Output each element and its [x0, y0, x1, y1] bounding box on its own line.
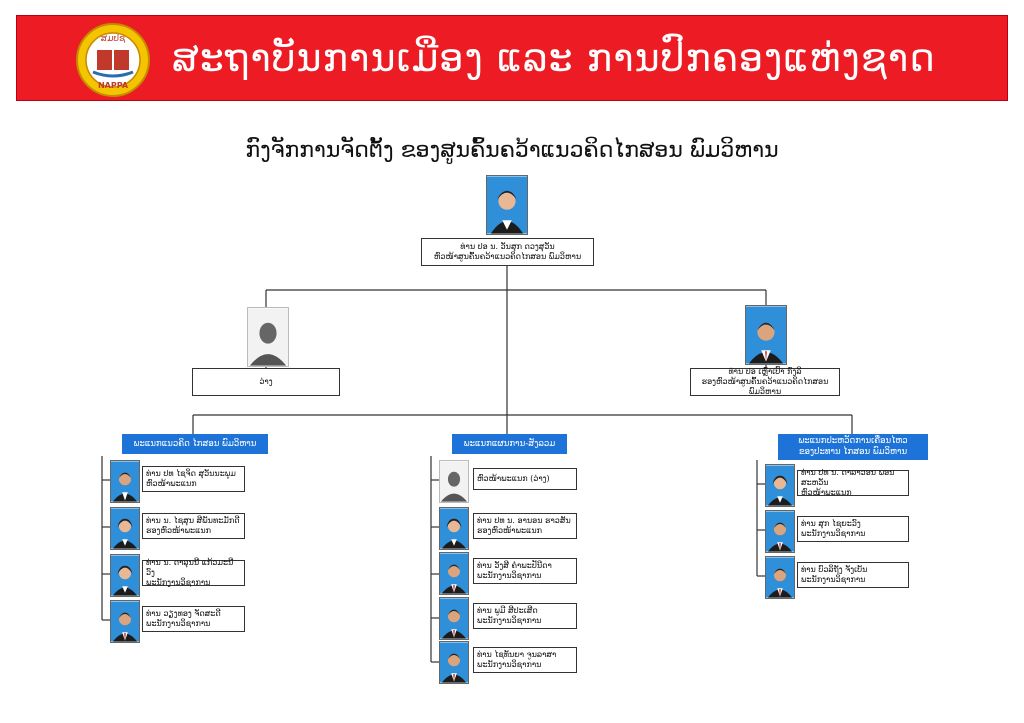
member-role: ພະນັກງານວິຊາການ — [801, 529, 866, 538]
member-photo — [110, 554, 140, 597]
member-box: ທ່ານ ໄຊທັນຍາ ຈູນລາສາ ພະນັກງານວິຊາການ — [473, 647, 577, 673]
deputy-right-role: ຮອງຫົວໜ້າສູນຄົ້ນຄວ້າແນວຄິດໄກສອນ ພົມວິຫານ — [701, 377, 829, 396]
member-photo — [439, 507, 469, 550]
member-photo — [439, 552, 469, 595]
member-name: ທ່ານ ນ. ດາລຸນນີ ແກ້ວມະນີວົງ — [146, 558, 234, 577]
member-photo — [110, 460, 140, 503]
member-role: ພະນັກງານວິຊາການ — [477, 616, 542, 625]
dept-header-history: ພະແນກປະຫວັດການເຄື່ອນໄຫວ ຂອງປະທານ ໄກສອນ ພ… — [778, 434, 928, 460]
deputy-right-photo — [745, 305, 787, 365]
member-name: ທ່ານ ພູມີ ສີປະເສີດ — [477, 606, 538, 615]
member-name: ທ່ານ ວຽງທອງ ຈັດສະດີ — [146, 609, 221, 618]
member-role: ຮອງຫົວໜ້າພະແນກ — [477, 526, 542, 535]
member-role: ພະນັກງານວິຊາການ — [146, 619, 211, 628]
member-role: ຮອງຫົວໜ້າພະແນກ — [146, 526, 211, 535]
member-box: ທ່ານ ນ. ດາລຸນນີ ແກ້ວມະນີວົງ ພະນັກງານວິຊາ… — [142, 558, 245, 587]
member-box: ທ່ານ ພູມີ ສີປະເສີດ ພະນັກງານວິຊາການ — [473, 603, 577, 629]
director-photo — [486, 175, 528, 235]
member-photo — [765, 464, 795, 507]
member-box: ທ່ານ ວັງສີ ຄຳພະປັນີດາ ພະນັກງານວິຊາການ — [473, 558, 577, 584]
member-photo — [110, 507, 140, 550]
member-name: ທ່ານ ປທ ນ. ອານອນ ຮາວສັນ — [477, 516, 571, 525]
member-box: ທ່ານ ປທ ນ. ອານອນ ຮາວສັນ ຮອງຫົວໜ້າພະແນກ — [473, 513, 577, 539]
dept-header-thought: ພະແນກແນວຄິດ ໄກສອນ ພົມວິຫານ — [122, 434, 268, 454]
member-box: ທ່ານ ປທ ນ. ດາລາວອນ ພອນສະຫວັນ ຫົວໜ້າພະແນກ — [797, 468, 909, 497]
logo-top-text: ສມປຊ — [101, 34, 126, 44]
member-name: ທ່ານ ນ. ໄຊສຸນ ສີພັນທະມັກດີ — [146, 516, 240, 525]
member-name: ທ່ານ ວັງສີ ຄຳພະປັນີດາ — [477, 561, 552, 570]
logo-bottom-text: NAPPA — [98, 81, 129, 90]
member-name: ຫົວໜ້າພະແນກ (ວ່າງ) — [477, 474, 550, 483]
chart-title: ກົງຈັກການຈັດຕັ້ງ ຂອງສູນຄົ້ນຄວ້າແນວຄິດໄກສ… — [245, 138, 779, 163]
member-box: ຫົວໜ້າພະແນກ (ວ່າງ) — [473, 468, 577, 490]
deputy-right-name: ທ່ານ ປອ ເຫຼົ່າເປົາ ກົງລີ — [728, 367, 802, 376]
member-box: ທ່ານ ວຽງທອງ ຈັດສະດີ ພະນັກງານວິຊາການ — [142, 606, 245, 632]
member-role: ພະນັກງານວິຊາການ — [477, 660, 542, 669]
dept-title: ພະແນກແຜນການ-ສັງລວມ — [463, 438, 556, 449]
member-role: ຫົວໜ້າພະແນກ — [146, 479, 197, 488]
dept-title: ພະແນກປະຫວັດການເຄື່ອນໄຫວ — [798, 436, 908, 446]
member-role: ຫົວໜ້າພະແນກ — [801, 488, 852, 497]
deputy-right-box: ທ່ານ ປອ ເຫຼົ່າເປົາ ກົງລີ ຮອງຫົວໜ້າສູນຄົ້… — [690, 367, 840, 396]
director-box: ທ່ານ ປອ ນ. ວັນສຸກ ດວງສຸວັນ ຫົວໜ້າສູນຄົ້ນ… — [421, 238, 594, 266]
member-photo — [439, 597, 469, 640]
member-box: ທ່ານ ປທ ໄຊຈິດ ສຸວັນນະພູມ ຫົວໜ້າພະແນກ — [142, 466, 245, 492]
member-role: ພະນັກງານວິຊາການ — [801, 575, 866, 584]
member-box: ທ່ານ ບົວລິຖັງ ຈັງເບັນ ພະນັກງານວິຊາການ — [797, 562, 909, 588]
member-name: ທ່ານ ປທ ໄຊຈິດ ສຸວັນນະພູມ — [146, 469, 236, 478]
banner-title: ສະຖາບັນການເມືອງ ແລະ ການປົກຄອງແຫ່ງຊາດ — [172, 36, 936, 80]
dept-title-line2: ຂອງປະທານ ໄກສອນ ພົມວິຫານ — [798, 447, 908, 457]
member-box: ທ່ານ ນ. ໄຊສຸນ ສີພັນທະມັກດີ ຮອງຫົວໜ້າພະແນ… — [142, 513, 245, 539]
member-photo — [110, 600, 140, 643]
vacant-person-icon — [439, 460, 469, 503]
director-role: ຫົວໜ້າສູນຄົ້ນຄວ້າແນວຄິດໄກສອນ ພົມວິຫານ — [433, 252, 582, 261]
vacant-person-icon — [247, 307, 289, 367]
dept-title: ພະແນກແນວຄິດ ໄກສອນ ພົມວິຫານ — [133, 438, 257, 449]
header-banner: ສມປຊ NAPPA ສະຖາບັນການເມືອງ ແລະ ການປົກຄອງ… — [16, 15, 1008, 101]
member-photo — [765, 510, 795, 553]
member-name: ທ່ານ ສຸກ ໄຊຍະວົງ — [801, 519, 861, 528]
member-name: ທ່ານ ບົວລິຖັງ ຈັງເບັນ — [801, 565, 868, 574]
deputy-left-name: ວ່າງ — [259, 377, 273, 386]
member-box: ທ່ານ ສຸກ ໄຊຍະວົງ ພະນັກງານວິຊາການ — [797, 516, 909, 542]
member-name: ທ່ານ ໄຊທັນຍາ ຈູນລາສາ — [477, 650, 557, 659]
institute-logo-icon: ສມປຊ NAPPA — [76, 23, 150, 97]
director-name: ທ່ານ ປອ ນ. ວັນສຸກ ດວງສຸວັນ — [460, 242, 555, 251]
dept-header-planning: ພະແນກແຜນການ-ສັງລວມ — [452, 434, 567, 454]
member-photo — [765, 556, 795, 599]
member-role: ພະນັກງານວິຊາການ — [477, 571, 542, 580]
deputy-left-box: ວ່າງ — [192, 368, 340, 396]
member-role: ພະນັກງານວິຊາການ — [146, 578, 211, 587]
member-photo — [439, 641, 469, 684]
member-name: ທ່ານ ປທ ນ. ດາລາວອນ ພອນສະຫວັນ — [801, 468, 895, 487]
